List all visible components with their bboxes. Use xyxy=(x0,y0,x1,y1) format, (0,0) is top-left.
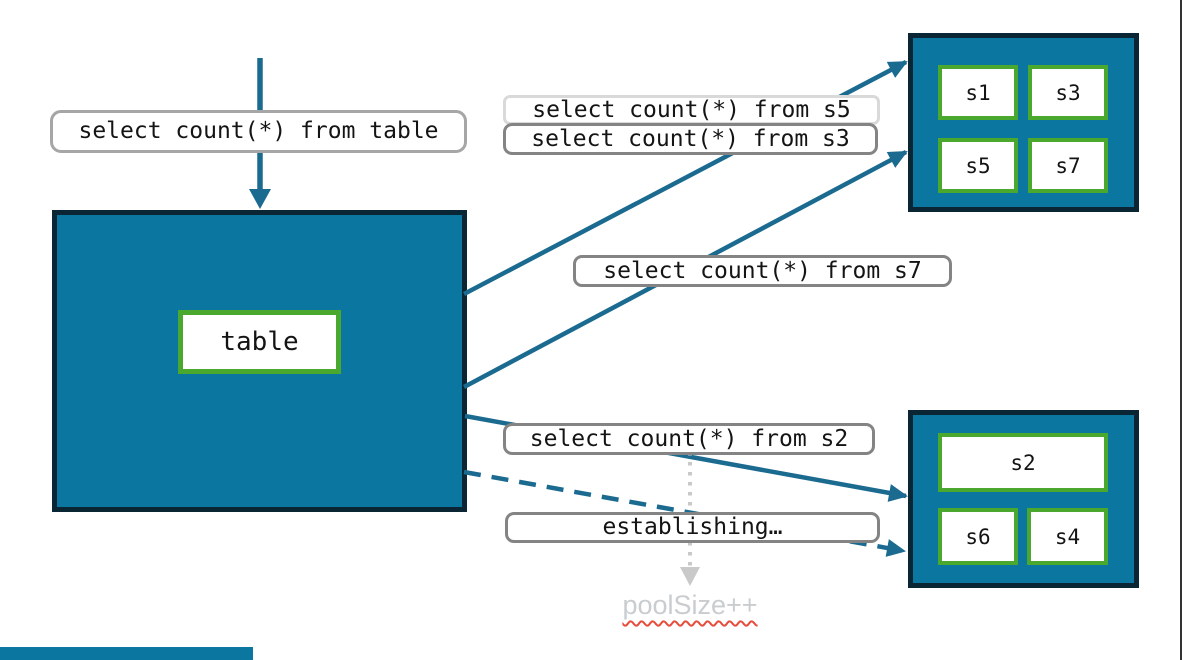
query-label-s3: select count(*) from s3 xyxy=(503,123,878,155)
query-label-s2: select count(*) from s2 xyxy=(503,423,875,455)
slide-edge-line xyxy=(1180,0,1182,660)
pool-slot-s7: s7 xyxy=(1028,138,1108,193)
arrow-poolsize-dotted xyxy=(680,452,700,586)
pool-slot-s2: s2 xyxy=(938,433,1108,492)
query-label-table: select count(*) from table xyxy=(50,110,467,153)
pool-slot-s5: s5 xyxy=(938,138,1018,193)
pool-slot-s1: s1 xyxy=(938,65,1018,120)
bottom-accent-bar xyxy=(0,647,253,660)
table-box: table xyxy=(52,210,467,512)
pool-slot-s6: s6 xyxy=(938,508,1018,565)
establishing-label: establishing… xyxy=(505,512,880,543)
pool-slot-s4: s4 xyxy=(1027,508,1108,565)
table-label: table xyxy=(178,310,341,374)
poolsize-annotation: poolSize++ xyxy=(622,590,758,620)
pool-box-bottom: s2 s6 s4 xyxy=(908,410,1139,588)
query-label-s7: select count(*) from s7 xyxy=(573,255,952,287)
pool-box-top: s1 s3 s5 s7 xyxy=(908,33,1139,212)
pool-slot-s3: s3 xyxy=(1028,65,1108,120)
query-label-s5: select count(*) from s5 xyxy=(503,95,880,125)
